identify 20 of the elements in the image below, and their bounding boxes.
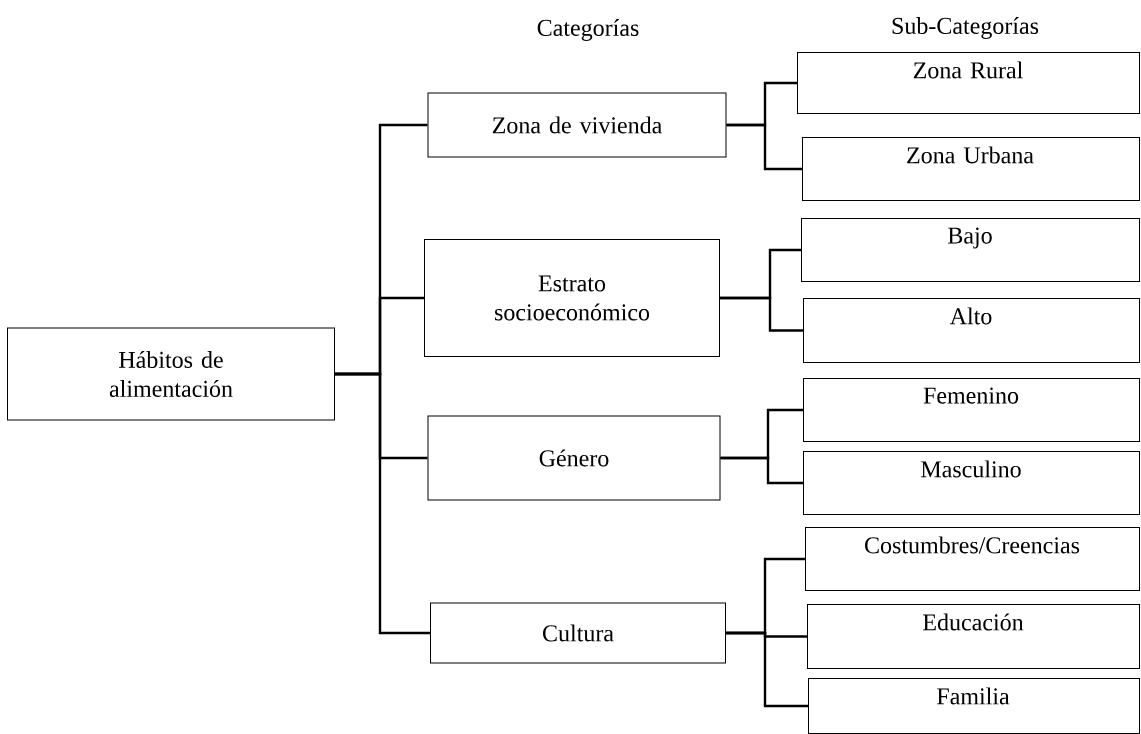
subcategory-box: Zona Urbana (802, 137, 1140, 201)
subcategory-box: Alto (803, 298, 1140, 363)
subcategory-box: Educación (807, 604, 1140, 669)
connector-line (335, 372, 430, 635)
category-box: Cultura (430, 602, 726, 664)
connector-line (720, 456, 803, 485)
connector-line (726, 631, 808, 708)
root-box: Hábitos de alimentación (7, 327, 335, 421)
category-box: Estrato socioeconómico (424, 239, 720, 357)
category-box: Zona de vivienda (427, 92, 727, 158)
category-box: Género (427, 415, 721, 501)
subcategory-box: Masculino (803, 451, 1140, 515)
subcategory-box: Costumbres/Creencias (805, 527, 1140, 591)
subcategory-box: Bajo (801, 218, 1140, 282)
subcategory-box: Familia (808, 678, 1140, 734)
connector-line (720, 296, 803, 332)
connector-line (726, 123, 802, 171)
subcategory-box: Zona Rural (797, 52, 1140, 114)
column-heading: Categorías (537, 19, 639, 41)
subcategory-box: Femenino (803, 378, 1140, 442)
